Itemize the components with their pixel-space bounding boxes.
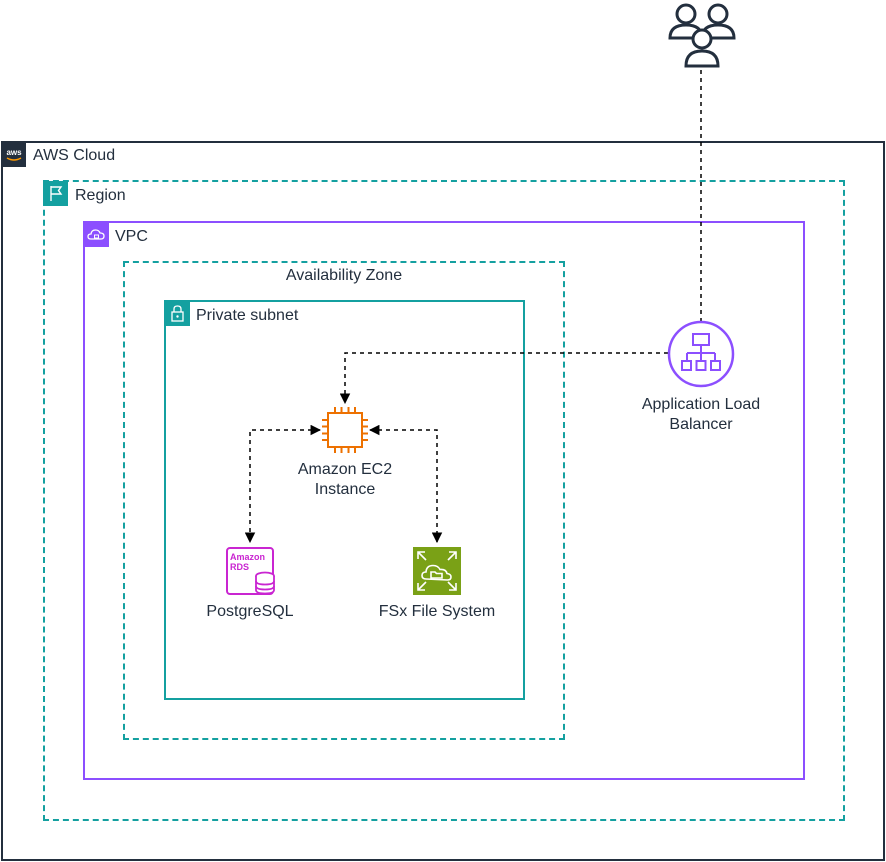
users-icon bbox=[667, 1, 737, 69]
private-subnet-label: Private subnet bbox=[196, 307, 299, 324]
vpc-label: VPC bbox=[115, 228, 148, 245]
rds-icon-text-1: Amazon bbox=[230, 552, 265, 562]
vpc-group bbox=[83, 221, 805, 780]
vpc-cloud-icon bbox=[84, 222, 109, 247]
rds-icon: Amazon RDS bbox=[225, 546, 277, 598]
rds-icon-text-2: RDS bbox=[230, 562, 249, 572]
region-label: Region bbox=[75, 187, 126, 204]
availability-zone-label: Availability Zone bbox=[285, 267, 403, 284]
ec2-chip-icon bbox=[320, 405, 370, 455]
alb-label-line1: Application Load bbox=[641, 396, 761, 413]
ec2-to-fsx-connector bbox=[368, 424, 443, 544]
ec2-label: Amazon EC2 Instance bbox=[255, 460, 435, 500]
region-flag-icon bbox=[43, 181, 68, 206]
availability-zone-group bbox=[123, 261, 565, 740]
alb-label: Application Load Balancer bbox=[611, 395, 791, 435]
fsx-icon bbox=[413, 547, 461, 595]
ec2-label-line1: Amazon EC2 bbox=[297, 461, 393, 478]
load-balancer-icon bbox=[667, 320, 737, 390]
region-group bbox=[43, 180, 845, 821]
aws-cloud-group bbox=[1, 141, 885, 861]
alb-label-line2: Balancer bbox=[669, 416, 733, 433]
private-subnet-group bbox=[164, 300, 525, 700]
aws-logo-icon: aws bbox=[2, 143, 26, 167]
rds-label: PostgreSQL bbox=[206, 603, 294, 620]
aws-cloud-label: AWS Cloud bbox=[33, 147, 116, 164]
fsx-label: FSx File System bbox=[378, 603, 496, 620]
ec2-to-rds-connector bbox=[244, 424, 322, 544]
lock-icon bbox=[165, 301, 190, 326]
alb-to-ec2-connector bbox=[339, 352, 668, 405]
ec2-label-line2: Instance bbox=[314, 481, 376, 498]
svg-text:aws: aws bbox=[6, 148, 22, 157]
